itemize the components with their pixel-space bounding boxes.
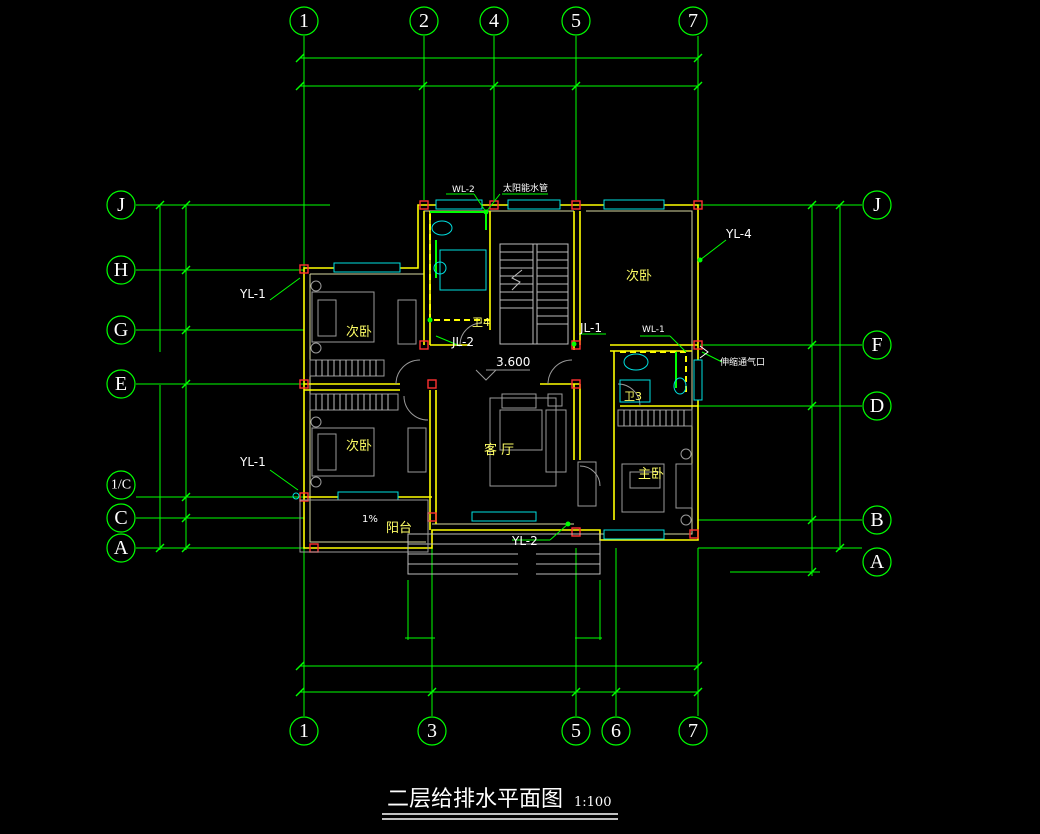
room-label-bath-3: 卫3 [624,390,642,403]
axis-bubble-right-J: J [862,190,892,220]
axis-bubble-bottom-1: 1 [289,716,319,746]
label-yl1-lower: YL-1 [239,455,266,469]
dimension-lines [155,53,845,697]
axis-bubble-top-4: 4 [479,6,509,36]
axis-bubble-left-1C: 1/C [106,470,136,500]
axis-bubble-left-H: H [106,255,136,285]
svg-text:1: 1 [299,720,309,742]
axis-bubble-bottom-3: 3 [417,716,447,746]
axis-bubble-bottom-7: 7 [678,716,708,746]
svg-text:B: B [870,509,883,531]
label-yl2: YL-2 [511,534,538,548]
svg-text:J: J [117,194,125,216]
label-elevation: 3.600 [496,355,530,369]
svg-text:J: J [873,194,881,216]
drawing-title-block: 二层给排水平面图 1:100 [382,787,618,820]
label-jl1: JL-1 [579,321,602,335]
svg-text:5: 5 [571,10,581,32]
axis-bubble-bottom-6: 6 [601,716,631,746]
pipe-labels: WL-2 太阳能水管 YL-4 YL-1 YL-1 YL-2 JL-2 JL-1… [239,182,765,548]
svg-text:7: 7 [688,10,698,32]
svg-text:F: F [871,334,882,356]
room-label-secondary-bed-lower-left: 次卧 [346,438,372,454]
label-vent: 伸缩通气口 [720,356,765,368]
plumbing [269,193,727,541]
svg-text:6: 6 [611,720,621,742]
room-label-master-bed: 主卧 [638,467,664,482]
axis-bubble-left-G: G [106,315,136,345]
stairs [407,243,601,576]
drawing-title: 二层给排水平面图 [387,787,563,812]
windows [333,199,703,540]
room-label-secondary-bed-upper-right: 次卧 [626,268,652,284]
svg-text:2: 2 [419,10,429,32]
axis-bubble-right-F: F [862,330,892,360]
room-label-bath-4: 卫4 [472,316,490,329]
axis-bubble-left-E: E [106,369,136,399]
axis-bubble-top-1: 1 [289,6,319,36]
axis-bubble-left-A: A [106,533,136,563]
axis-bubbles-left: J H G E 1/C C A [106,190,136,563]
room-label-secondary-bed-upper-left: 次卧 [346,324,372,340]
axis-bubble-top-5: 5 [561,6,591,36]
svg-text:G: G [114,319,128,341]
svg-text:A: A [114,537,129,559]
label-yl1-upper: YL-1 [239,287,266,301]
svg-text:D: D [870,395,884,417]
svg-text:7: 7 [688,720,698,742]
axis-bubbles-top: 1 2 4 5 7 [289,6,708,36]
svg-text:3: 3 [427,720,437,742]
axis-bubble-right-D: D [862,391,892,421]
axis-bubble-bottom-5: 5 [561,716,591,746]
svg-text:4: 4 [489,10,499,32]
axis-bubbles-bottom: 1 3 5 6 7 [289,716,708,746]
axis-bubble-left-C: C [106,503,136,533]
room-label-balcony: 阳台 [386,521,412,536]
axis-bubble-right-B: B [862,505,892,535]
svg-text:5: 5 [571,720,581,742]
furniture [299,280,693,553]
svg-text:1/C: 1/C [111,478,131,493]
drawing-scale: 1:100 [574,795,611,810]
room-label-living-room: 客 厅 [484,442,514,458]
label-wl1: WL-1 [642,325,665,335]
label-solar-pipe: 太阳能水管 [503,182,548,194]
label-slope: 1% [362,514,378,525]
svg-text:E: E [115,373,127,395]
label-jl2: JL-2 [451,335,474,349]
axis-bubble-left-J: J [106,190,136,220]
svg-text:C: C [114,507,127,529]
axis-bubble-top-7: 7 [678,6,708,36]
svg-text:A: A [870,551,885,573]
axis-bubble-top-2: 2 [409,6,439,36]
label-wl2: WL-2 [452,185,475,195]
svg-text:H: H [114,259,128,281]
walls [303,204,699,549]
svg-text:1: 1 [299,10,309,32]
axis-bubble-right-A: A [862,547,892,577]
room-labels: 次卧 次卧 次卧 客 厅 主卧 阳台 卫4 卫3 [346,268,664,536]
axis-lines [136,36,862,716]
axis-bubbles-right: J F D B A [862,190,892,577]
label-yl4: YL-4 [725,227,752,241]
